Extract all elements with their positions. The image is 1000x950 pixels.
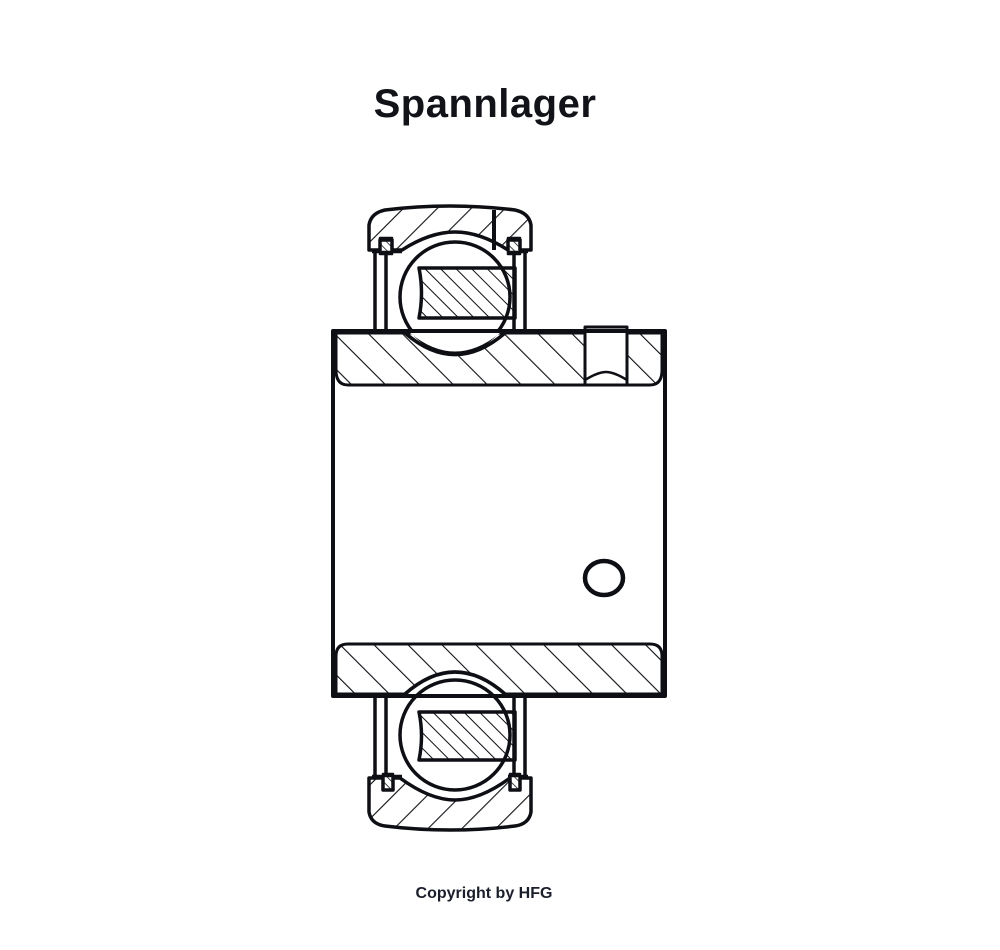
seal-top [372,236,528,331]
lubrication-hole [582,558,626,598]
page-title: Spannlager [373,82,597,126]
ball-bottom [398,678,517,792]
outer-ring-top [367,204,533,252]
outer-ring-bottom [367,776,533,832]
copyright-notice: Copyright by HFG [415,885,553,902]
inner-ring-sleeve [331,329,667,698]
set-screw-hole [583,325,629,387]
